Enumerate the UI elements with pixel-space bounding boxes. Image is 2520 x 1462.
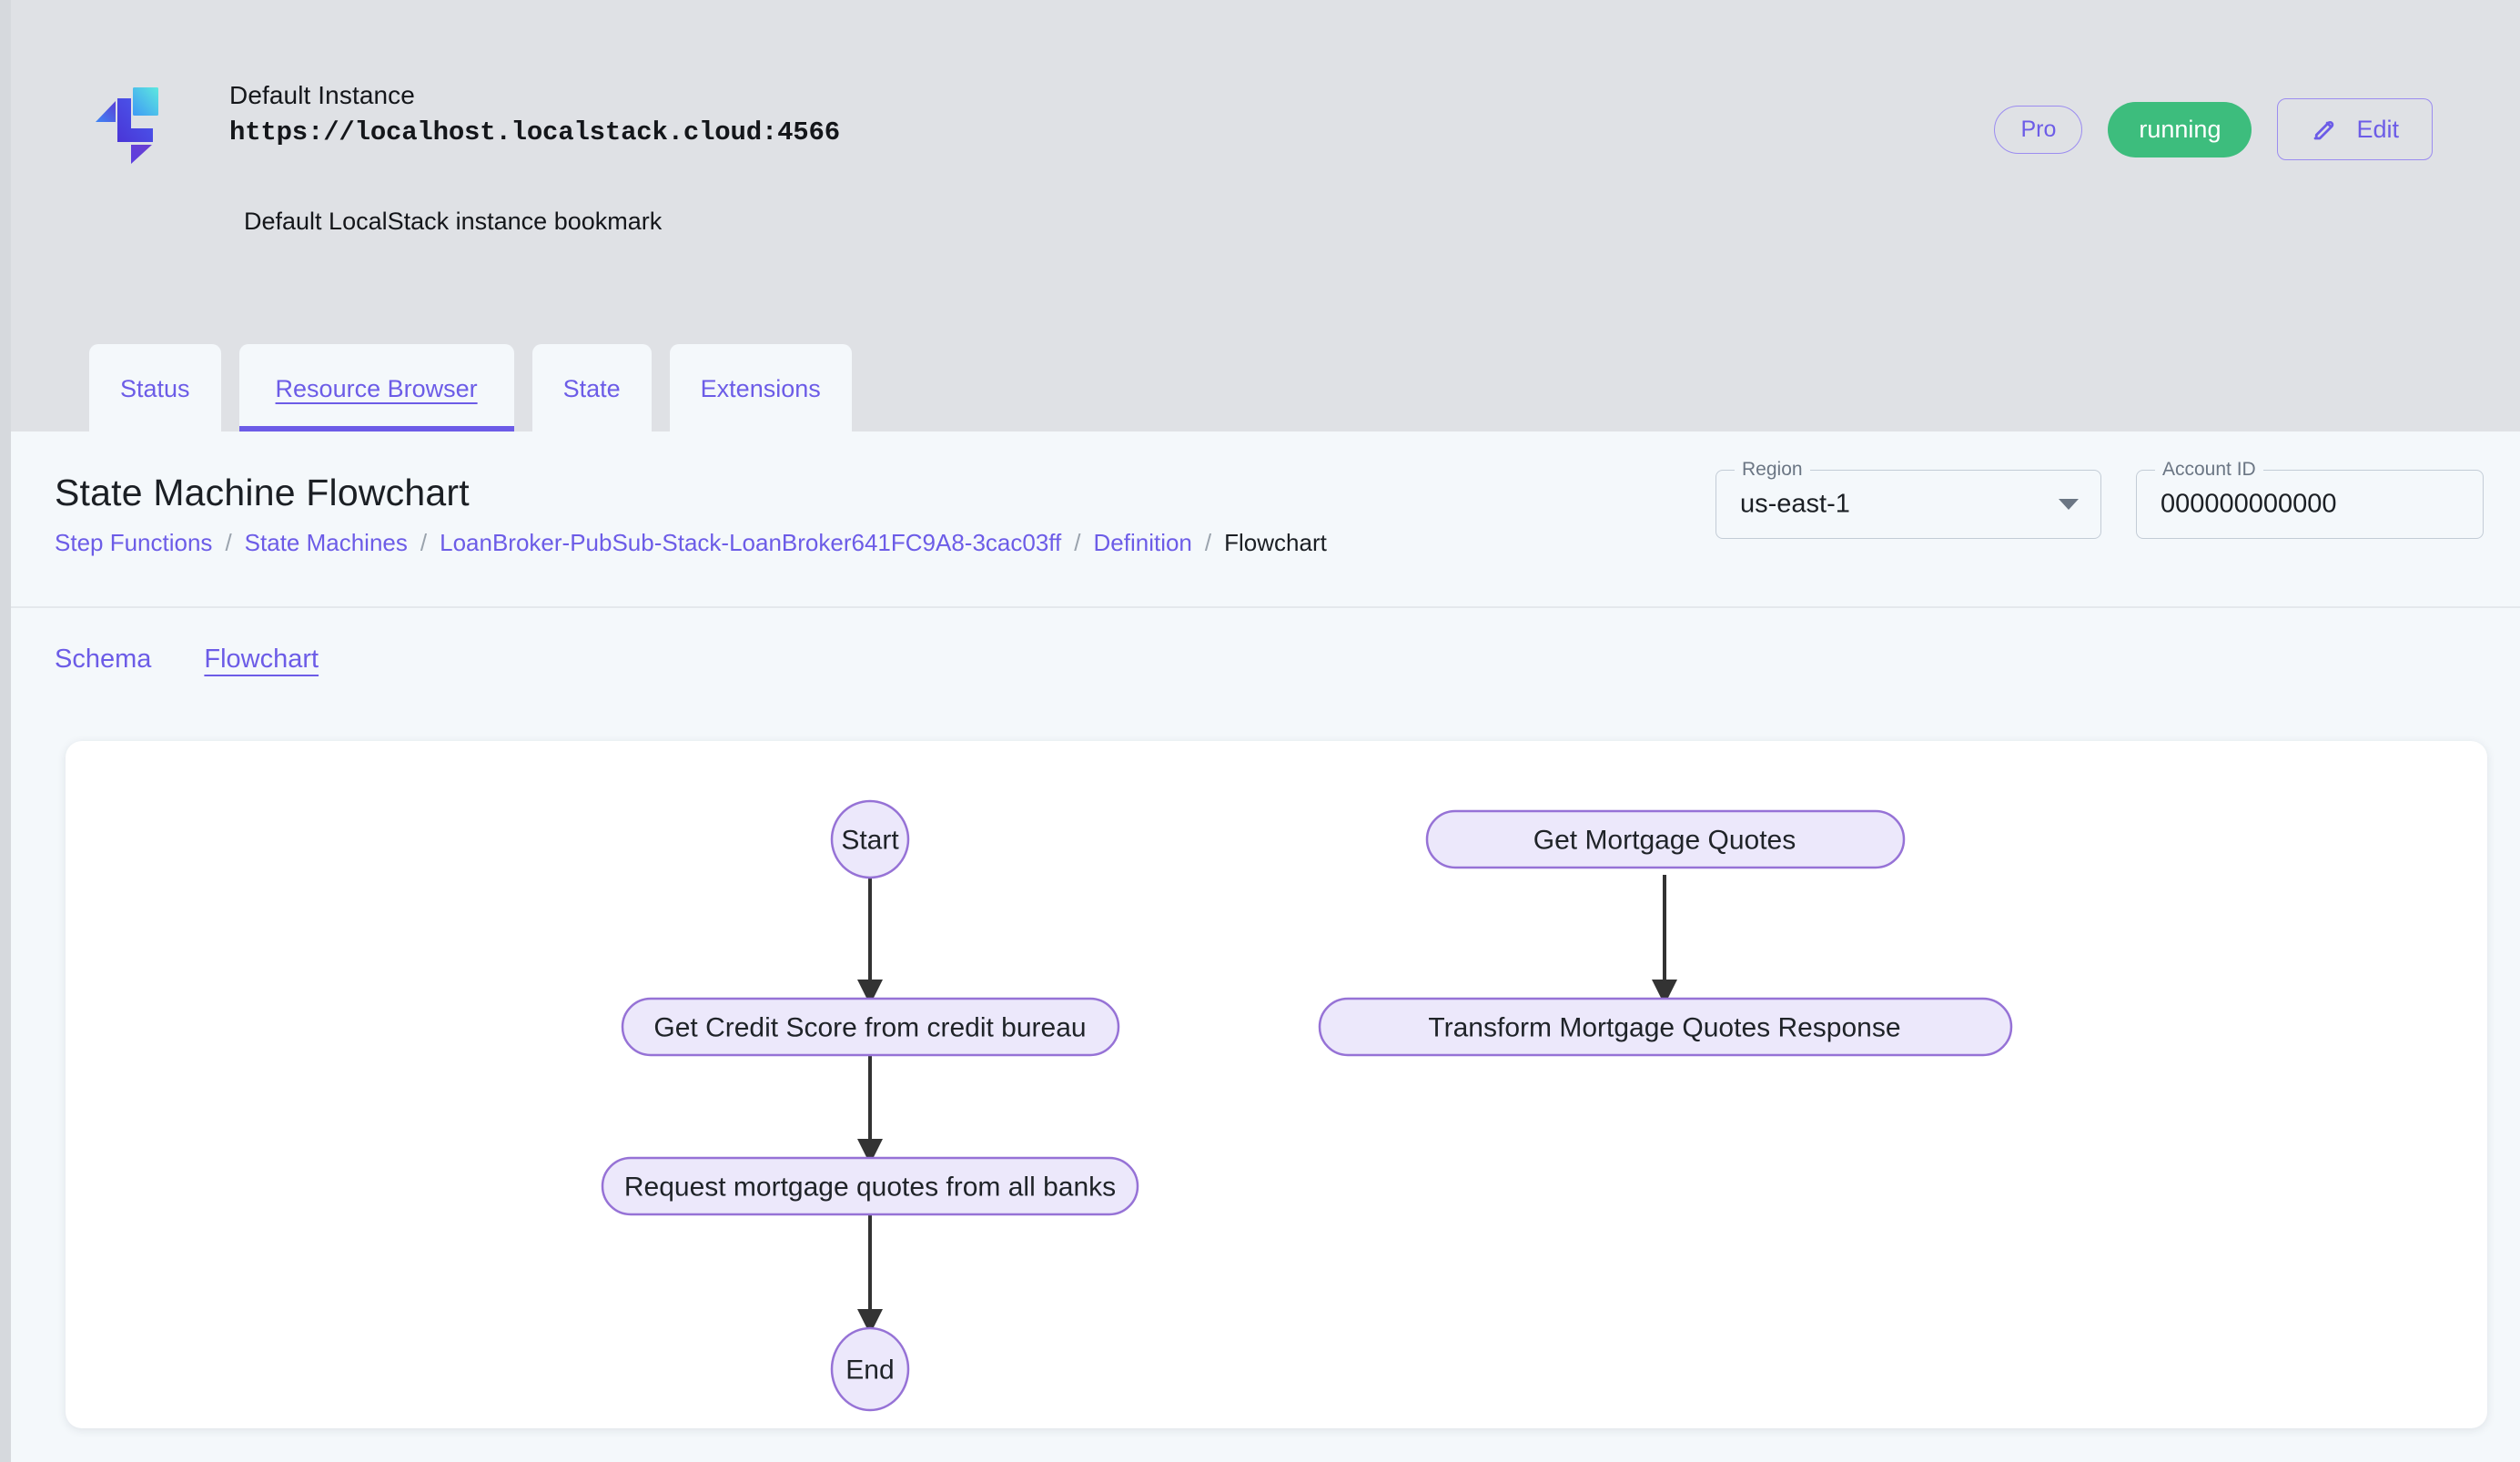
page-header: State Machine Flowchart Step Functions /… [11, 431, 2520, 606]
tab-status-label: Status [120, 374, 190, 402]
flow-edges [857, 875, 1677, 1335]
flowchart-card: Start Get Credit Score from credit burea… [66, 741, 2487, 1428]
breadcrumb-separator: / [420, 529, 428, 556]
breadcrumb-item-state-machine-name[interactable]: LoanBroker-PubSub-Stack-LoanBroker641FC9… [440, 529, 1062, 556]
breadcrumb-item-step-functions[interactable]: Step Functions [55, 529, 213, 556]
subnav-item-schema[interactable]: Schema [55, 644, 152, 674]
node-request-mortgage-quotes-label: Request mortgage quotes from all banks [624, 1173, 1116, 1203]
pro-badge: Pro [1994, 105, 2083, 154]
edit-button[interactable]: Edit [2277, 98, 2433, 160]
node-get-credit-score-label: Get Credit Score from credit bureau [653, 1013, 1086, 1043]
edit-button-label: Edit [2356, 115, 2399, 143]
scope-selectors: Region us-east-1 Account ID 000000000000 [1715, 458, 2484, 539]
node-end[interactable]: End [830, 1326, 910, 1412]
node-get-credit-score[interactable]: Get Credit Score from credit bureau [621, 997, 1120, 1057]
state-machine-flowchart: Start Get Credit Score from credit burea… [601, 799, 2013, 1412]
account-id-label: Account ID [2155, 458, 2263, 482]
node-start-label: Start [841, 826, 899, 856]
pencil-icon [2311, 116, 2338, 143]
breadcrumb-separator: / [1204, 529, 1212, 556]
tab-status[interactable]: Status [89, 344, 221, 431]
instance-description: Default LocalStack instance bookmark [244, 208, 663, 235]
node-start[interactable]: Start [830, 799, 910, 879]
subnav-item-flowchart[interactable]: Flowchart [204, 644, 319, 674]
breadcrumb: Step Functions / State Machines / LoanBr… [55, 529, 1327, 557]
header-actions: Pro running Edit [1994, 98, 2433, 160]
breadcrumb-separator: / [1074, 529, 1081, 556]
instance-url: https://localhost.localstack.cloud:4566 [229, 117, 840, 147]
breadcrumb-item-flowchart: Flowchart [1224, 529, 1327, 556]
account-id-value: 000000000000 [2161, 489, 2337, 519]
tab-resource-browser[interactable]: Resource Browser [238, 344, 514, 431]
region-select[interactable]: Region us-east-1 [1715, 458, 2101, 539]
node-get-mortgage-quotes[interactable]: Get Mortgage Quotes [1425, 809, 1906, 869]
instance-name: Default Instance [229, 81, 415, 109]
brand-text: Default Instance https://localhost.local… [229, 78, 840, 153]
instance-tabs: Status Resource Browser State Extensions [89, 344, 870, 431]
region-select-value: us-east-1 [1740, 489, 1850, 519]
node-request-mortgage-quotes[interactable]: Request mortgage quotes from all banks [601, 1156, 1139, 1216]
node-transform-mortgage-quotes-response[interactable]: Transform Mortgage Quotes Response [1318, 997, 2013, 1057]
node-end-label: End [845, 1355, 894, 1386]
header-divider [11, 606, 2520, 608]
node-get-mortgage-quotes-label: Get Mortgage Quotes [1533, 826, 1796, 856]
page-title: State Machine Flowchart [55, 472, 470, 513]
breadcrumb-item-definition[interactable]: Definition [1093, 529, 1192, 556]
tab-extensions-label: Extensions [700, 374, 821, 402]
tab-resource-browser-label: Resource Browser [275, 374, 478, 402]
tab-active-indicator [238, 426, 514, 431]
localstack-logo-icon [89, 78, 166, 166]
tab-state-label: State [562, 374, 621, 402]
instance-header: Default Instance https://localhost.local… [11, 0, 2520, 431]
tab-state[interactable]: State [531, 344, 652, 431]
account-id-input[interactable]: Account ID 000000000000 [2136, 458, 2484, 539]
region-select-label: Region [1735, 458, 1810, 482]
resource-subnav: Schema Flowchart [11, 608, 2520, 710]
chevron-down-icon[interactable] [2059, 499, 2079, 510]
content-area: State Machine Flowchart Step Functions /… [11, 431, 2520, 1462]
brand-row: Default Instance https://localhost.local… [89, 78, 840, 166]
breadcrumb-separator: / [225, 529, 232, 556]
breadcrumb-item-state-machines[interactable]: State Machines [244, 529, 408, 556]
node-transform-mortgage-quotes-response-label: Transform Mortgage Quotes Response [1428, 1013, 1900, 1043]
status-badge: running [2108, 101, 2252, 157]
tab-extensions[interactable]: Extensions [669, 344, 852, 431]
left-rail [0, 0, 11, 1462]
